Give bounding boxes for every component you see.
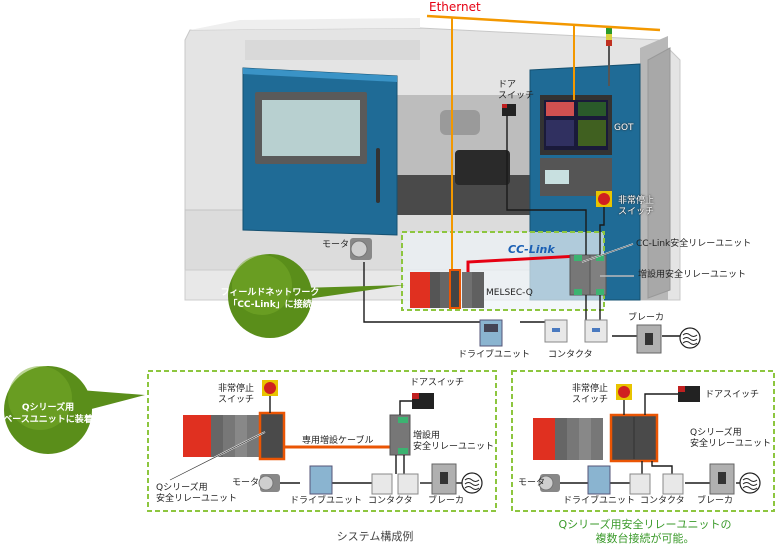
example-left-motor-label: モータ [232,478,260,488]
example-left-extension-relay[interactable] [389,414,411,456]
example-left-estop[interactable] [262,380,278,396]
example-right-contactor-label: コンタクタ [640,496,685,506]
signal-tower [606,28,612,86]
example-right-contactor[interactable] [629,473,651,495]
door-window [262,100,360,156]
example-right-estop-label: 非常停止 スイッチ [572,384,609,405]
door-handle[interactable] [376,148,380,203]
motor-label: モータ [322,240,350,250]
motor[interactable] [350,238,372,260]
ac-power-source-icon [679,327,701,349]
callout-base-unit [4,366,145,454]
example-right-frame [511,370,775,512]
callout-field-network [228,254,405,338]
example-right-contactor[interactable] [662,473,684,495]
example-right-breaker[interactable] [709,463,735,495]
contactor[interactable] [544,319,568,343]
cclink-safety-relay-label: CC-Link安全リレーユニット [636,239,752,249]
example-left-contactor[interactable] [371,473,393,495]
emergency-stop-label: 非常停止 スイッチ [618,196,655,217]
breaker[interactable] [636,324,662,354]
door-switch-label: ドア スイッチ [498,80,535,101]
drive-unit-label: ドライブユニット [458,350,531,360]
example-right-drive-unit[interactable] [587,465,611,495]
contactor-label: コンタクタ [548,350,593,360]
drive-unit[interactable] [479,319,503,347]
example-left-contactor[interactable] [397,473,419,495]
example-left-door-switch[interactable] [412,393,434,409]
ethernet-network [426,14,661,275]
cclink-safety-relay-units[interactable] [569,254,607,296]
example-left-breaker-label: ブレーカ [428,496,465,506]
callout-base-unit-text: Qシリーズ用 ベースユニットに装着 [3,403,93,425]
example-left-motor[interactable] [258,474,280,492]
example-left-drive-unit-label: ドライブユニット [290,496,363,506]
ac-power-source-icon [739,472,761,494]
ethernet-bus-line [426,14,661,32]
contactor[interactable] [584,319,608,343]
example-left-door-switch-label: ドアスイッチ [410,378,465,388]
cclink-logo: CC-Link [508,243,555,256]
example-left-q-relay-label: Qシリーズ用 安全リレーユニット [156,483,238,504]
example-left-frame [147,370,497,512]
callout-field-network-text: フィールドネットワーク 「CC-Link」に接続 [220,288,320,310]
chuck-robot [440,110,510,185]
example-left-drive-unit[interactable] [309,465,333,495]
example-right-motor-label: モータ [518,478,546,488]
melsec-q-plc[interactable] [410,269,484,309]
example-right-q-relay-label: Qシリーズ用 安全リレーユニット [690,428,772,449]
extension-cable-label: 専用増設ケーブル [302,436,374,446]
q-safety-relay-unit [258,411,286,461]
example-left-estop-label: 非常停止 スイッチ [218,384,255,405]
example-left-contactor-label: コンタクタ [368,496,413,506]
example-right-estop[interactable] [616,384,632,400]
ac-power-source-icon [461,472,483,494]
caption-multiple-connection: Qシリーズ用安全リレーユニットの 複数台接続が可能。 [558,518,732,545]
example-right-plc[interactable] [533,413,659,463]
example-left-plc[interactable] [183,411,286,461]
example-right-breaker-label: ブレーカ [697,496,734,506]
example-right-door-switch-label: ドアスイッチ [705,390,760,400]
cclink-master-module [449,269,461,309]
melsec-label: MELSEC-Q [486,288,533,298]
got-label: GOT [614,123,634,133]
example-right-motor[interactable] [538,474,560,492]
example-right-drive-unit-label: ドライブユニット [563,496,636,506]
machine-wiring [363,115,680,337]
breaker-label: ブレーカ [628,313,665,323]
extension-safety-relay-label: 増設用安全リレーユニット [638,270,747,280]
ethernet-label: Ethernet [429,0,481,14]
caption-system-example: システム構成例 [336,530,414,543]
example-right-door-switch[interactable] [678,386,700,402]
example-left-extension-relay-label: 増設用 安全リレーユニット [413,431,495,452]
example-left-breaker[interactable] [431,463,457,495]
